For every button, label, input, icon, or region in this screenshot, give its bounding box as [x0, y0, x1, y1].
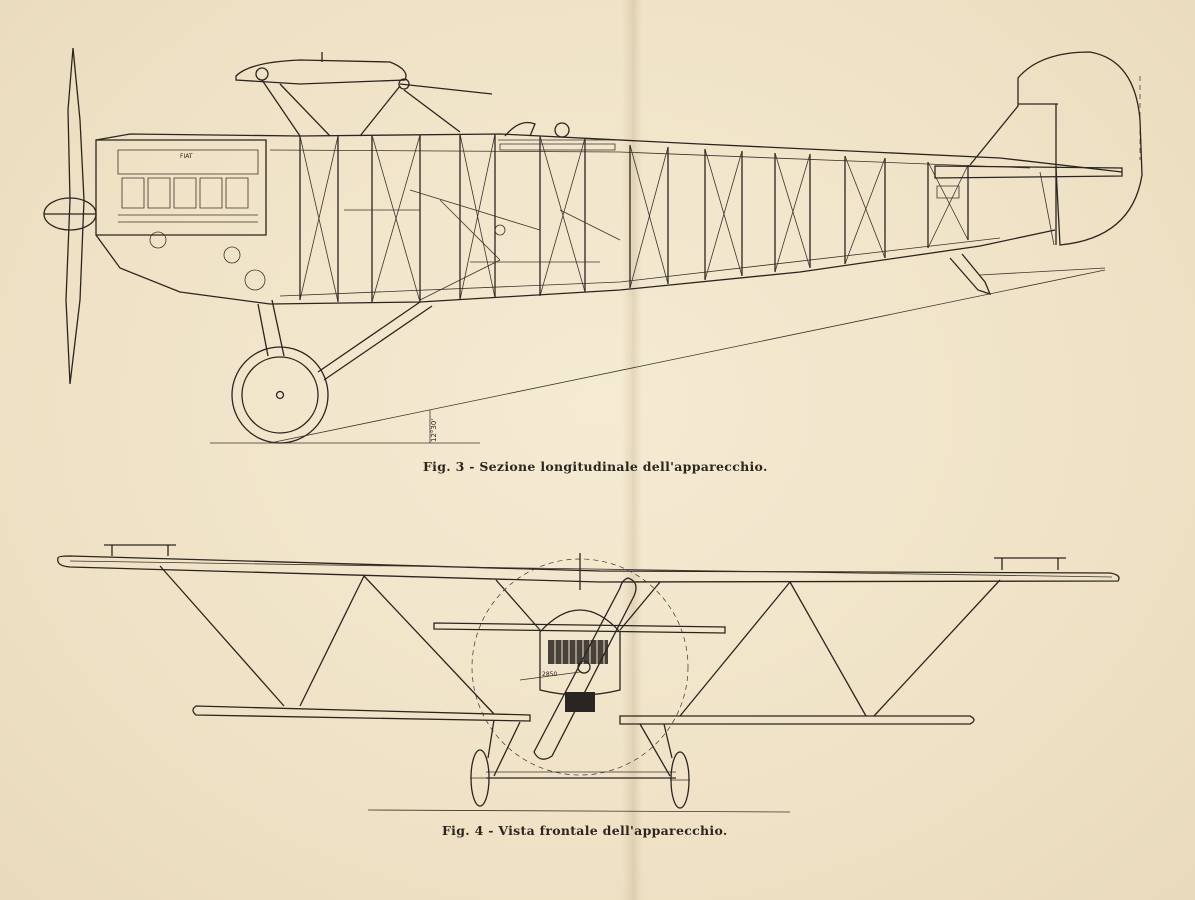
fuselage-diagonals [300, 134, 968, 302]
propeller-front [534, 578, 636, 759]
ground-line-front [368, 810, 790, 812]
tail-fin [935, 52, 1142, 245]
upper-wing-side [236, 52, 492, 136]
engine-label: FIAT [180, 153, 193, 160]
fig3-side-view-drawing: FIAT [0, 0, 1195, 460]
tailplane-front [434, 623, 725, 633]
fuselage-outline [96, 134, 1122, 304]
fig4-caption: Fig. 4 - Vista frontale dell'apparecchio… [442, 823, 728, 838]
fig3-caption: Fig. 3 - Sezione longitudinale dell'appa… [423, 459, 768, 474]
fig4-front-view-drawing: 2850 [0, 0, 1195, 820]
landing-gear-front [470, 720, 690, 808]
ground-reference: 12°30' [210, 270, 1105, 443]
lower-wing-front [193, 706, 974, 724]
ground-angle-label: 12°30' [430, 419, 438, 442]
engine-block: FIAT [96, 140, 266, 290]
cockpit-and-gun [498, 123, 620, 151]
interior-structure [344, 190, 620, 300]
page-fold [622, 0, 642, 900]
dimension-label: 2850 [542, 671, 557, 678]
interplane-struts [160, 566, 1000, 716]
upper-wing-front [58, 545, 1119, 582]
